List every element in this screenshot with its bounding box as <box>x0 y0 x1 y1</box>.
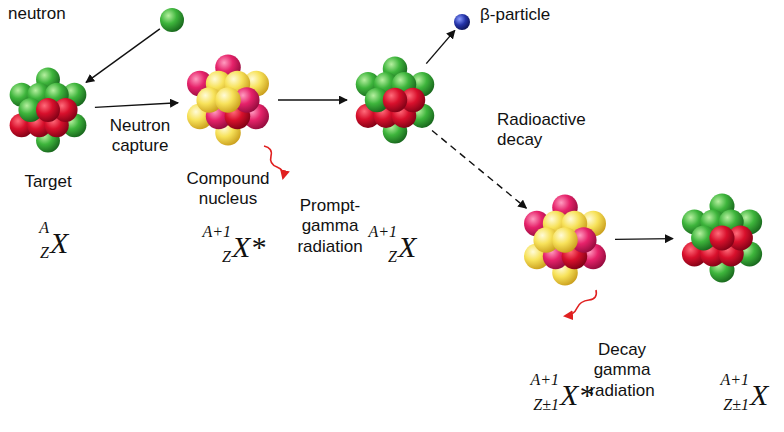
reaction-arrow <box>95 103 178 108</box>
atomic-number: Z±1 <box>723 397 749 413</box>
reaction-arrow <box>86 29 160 83</box>
nucleus-shape <box>350 55 440 145</box>
nucleus-label: Target <box>24 172 71 192</box>
element-symbol: X <box>398 232 416 262</box>
atomic-number: Z <box>388 249 397 265</box>
edge-label: Neutron capture <box>98 116 182 157</box>
particle-shape <box>160 8 184 32</box>
nucleus-shape <box>4 66 92 154</box>
mass-number: A+1 <box>368 224 397 240</box>
atomic-number: Z <box>40 245 49 261</box>
radiation-label: Decay gamma radiation <box>580 340 664 401</box>
mass-number: A+1 <box>530 372 559 388</box>
element-symbol: X <box>750 380 768 410</box>
element-symbol: X <box>50 228 68 258</box>
nucleus-shape <box>518 193 612 287</box>
beta-particle: β-particle <box>454 14 470 30</box>
mass-number: A+1 <box>202 224 231 240</box>
daughter-nucleus: A+1Z±1X <box>676 192 768 284</box>
atomic-number: Z <box>222 249 231 265</box>
radiation-label: Prompt-gamma radiation <box>292 196 368 257</box>
nucleus-shape <box>181 53 275 147</box>
particle-sphere <box>454 14 470 30</box>
compound-nucleus: Compound nucleusA+1ZX* <box>181 53 275 147</box>
product-nucleus: A+1ZX <box>350 55 440 145</box>
particle-label: β-particle <box>480 5 550 25</box>
particle-shape <box>454 14 470 30</box>
decay-gamma-arrow <box>565 290 596 316</box>
nucleon <box>709 225 734 250</box>
nucleus-shape <box>676 192 768 284</box>
nucleon <box>383 88 407 112</box>
reaction-arrow <box>426 30 455 63</box>
particle-label: neutron <box>8 4 66 24</box>
nucleon <box>215 87 241 113</box>
nucleon <box>552 227 578 253</box>
element-symbol: X* <box>560 380 593 410</box>
neutron-particle: neutron <box>160 8 184 32</box>
atomic-number: Z±1 <box>533 397 559 413</box>
reaction-arrow <box>278 99 347 100</box>
reaction-arrow <box>615 238 673 240</box>
excited-daughter-nucleus: A+1Z±1X* <box>518 193 612 287</box>
mass-number: A+1 <box>720 372 749 388</box>
process-label: Radioactive decay <box>497 110 601 151</box>
nucleus-label: Compound nucleus <box>180 169 276 210</box>
nucleon <box>36 98 60 122</box>
element-symbol: X* <box>232 232 265 262</box>
target-nucleus: TargetAZX <box>4 66 92 154</box>
particle-sphere <box>160 8 184 32</box>
mass-number: A <box>39 220 49 236</box>
